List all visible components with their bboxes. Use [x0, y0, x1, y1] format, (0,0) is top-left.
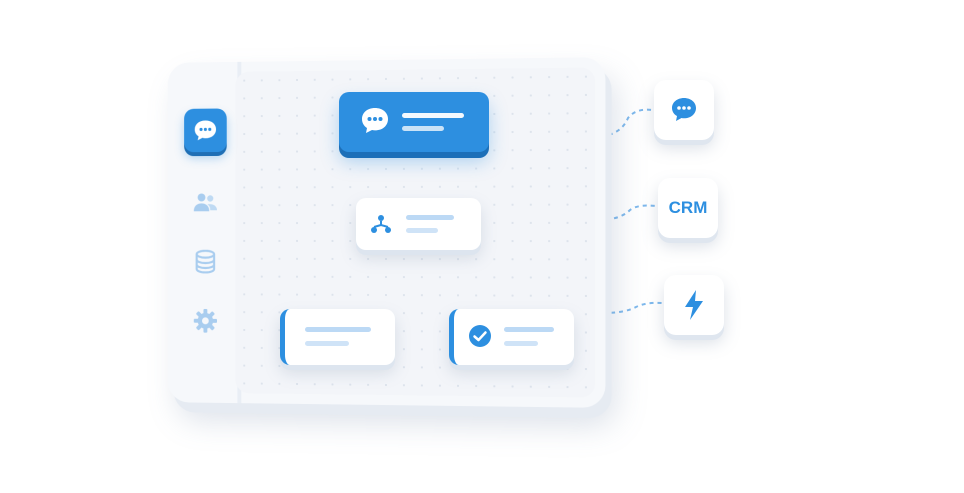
- sidebar-item-users[interactable]: [184, 181, 227, 225]
- database-icon: [195, 250, 216, 274]
- node-text-line: [504, 327, 554, 332]
- node-text-line: [504, 341, 538, 346]
- flow-node-router[interactable]: [356, 198, 481, 250]
- node-text-line: [402, 126, 444, 131]
- flow-node-branch-a[interactable]: [280, 309, 395, 365]
- chat-icon: [362, 108, 388, 133]
- integration-crm-tile[interactable]: CRM: [658, 178, 718, 238]
- lightning-icon: [685, 290, 703, 320]
- node-text-line: [406, 228, 438, 233]
- flow-node-branch-b[interactable]: [449, 309, 574, 365]
- flow-node-trigger[interactable]: [339, 92, 489, 152]
- sidebar-item-chat[interactable]: [184, 108, 227, 153]
- connector-integration-crm: [597, 204, 657, 221]
- gear-icon: [193, 308, 218, 333]
- node-text-line: [305, 341, 349, 346]
- integration-automation-tile[interactable]: [664, 275, 724, 335]
- chat-icon: [672, 98, 696, 121]
- node-text-line: [406, 215, 454, 220]
- sidebar-item-settings[interactable]: [184, 299, 227, 343]
- crm-label: CRM: [668, 198, 708, 217]
- integration-chat-tile[interactable]: [654, 80, 714, 140]
- chat-icon: [194, 120, 217, 141]
- connector-integration-automation: [602, 301, 663, 314]
- workflow-board: [167, 57, 606, 408]
- node-text-line: [305, 327, 371, 332]
- hierarchy-icon: [371, 215, 391, 233]
- users-icon: [193, 193, 218, 212]
- sidebar-item-database[interactable]: [184, 240, 227, 284]
- check-circle-icon: [469, 325, 491, 347]
- node-text-line: [402, 113, 464, 118]
